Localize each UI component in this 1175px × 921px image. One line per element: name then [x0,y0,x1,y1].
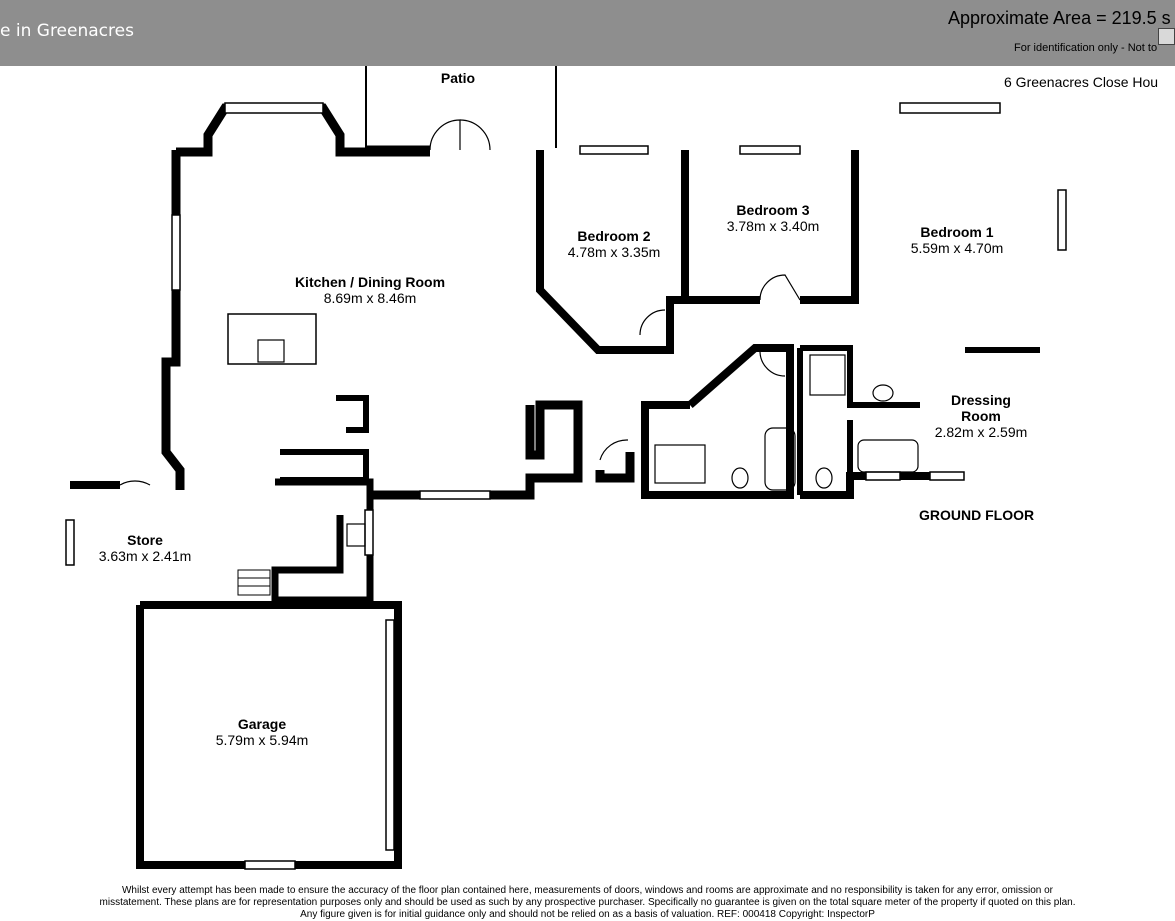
room-name: Store [127,532,163,548]
disclaimer-line: Any figure given is for initial guidance… [300,909,875,920]
room-name: Patio [440,70,476,86]
room-label-kitchen: Kitchen / Dining Room 8.69m x 8.46m [295,274,445,306]
utility-walls [271,478,374,604]
room-label-bedroom-2: Bedroom 2 4.78m x 3.35m [568,228,661,260]
bathroom-walls [641,344,794,499]
room-name: Dressing [951,392,1011,408]
room-dimensions: 8.69m x 8.46m [323,290,417,306]
room-label-bedroom-3: Bedroom 3 3.78m x 3.40m [727,202,820,234]
listing-title: e in Greenacres [0,21,134,41]
kitchen-south-wall [370,400,583,500]
room-dimensions: 4.78m x 3.35m [567,244,661,260]
room-name-line2: Room [961,408,1001,424]
disclaimer: Whilst every attempt has been made to en… [0,885,1175,921]
room-name: Garage [237,716,287,732]
room-dimensions: 3.63m x 2.41m [98,548,192,564]
floor-label: GROUND FLOOR [919,507,1035,523]
disclaimer-line: misstatement. These plans are for repres… [99,897,1076,908]
disclaimer-line: Whilst every attempt has been made to en… [121,885,1054,896]
header-bar: e in Greenacres [0,0,1175,66]
room-dimensions: 2.82m x 2.59m [934,424,1028,440]
room-label-bedroom-1: Bedroom 1 5.59m x 4.70m [911,224,1004,256]
expand-image-icon[interactable] [1158,28,1175,45]
property-address: 6 Greenacres Close Hou [1004,74,1159,90]
room-dimensions: 5.59m x 4.70m [910,240,1004,256]
kitchen-island [227,313,317,365]
room-label-store: Store 3.63m x 2.41m [99,532,192,564]
house-outer-wall [176,103,430,157]
garage-walls [136,601,402,869]
identification-note: For identification only - Not to [1014,42,1158,54]
room-label-garage: Garage 5.79m x 5.94m [216,716,309,748]
kitchen-left-wall [161,150,185,490]
room-dimensions: 3.78m x 3.40m [726,218,820,234]
room-name: Bedroom 2 [577,228,651,244]
room-name: Bedroom 3 [736,202,810,218]
room-label-dressing-room: Dressing Room 2.82m x 2.59m [935,392,1028,440]
room-dimensions: 5.79m x 5.94m [215,732,309,748]
room-name: Kitchen / Dining Room [294,274,446,290]
room-label-patio: Patio [441,70,475,86]
room-name: Bedroom 1 [920,224,994,240]
approximate-area: Approximate Area = 219.5 s [948,8,1171,28]
